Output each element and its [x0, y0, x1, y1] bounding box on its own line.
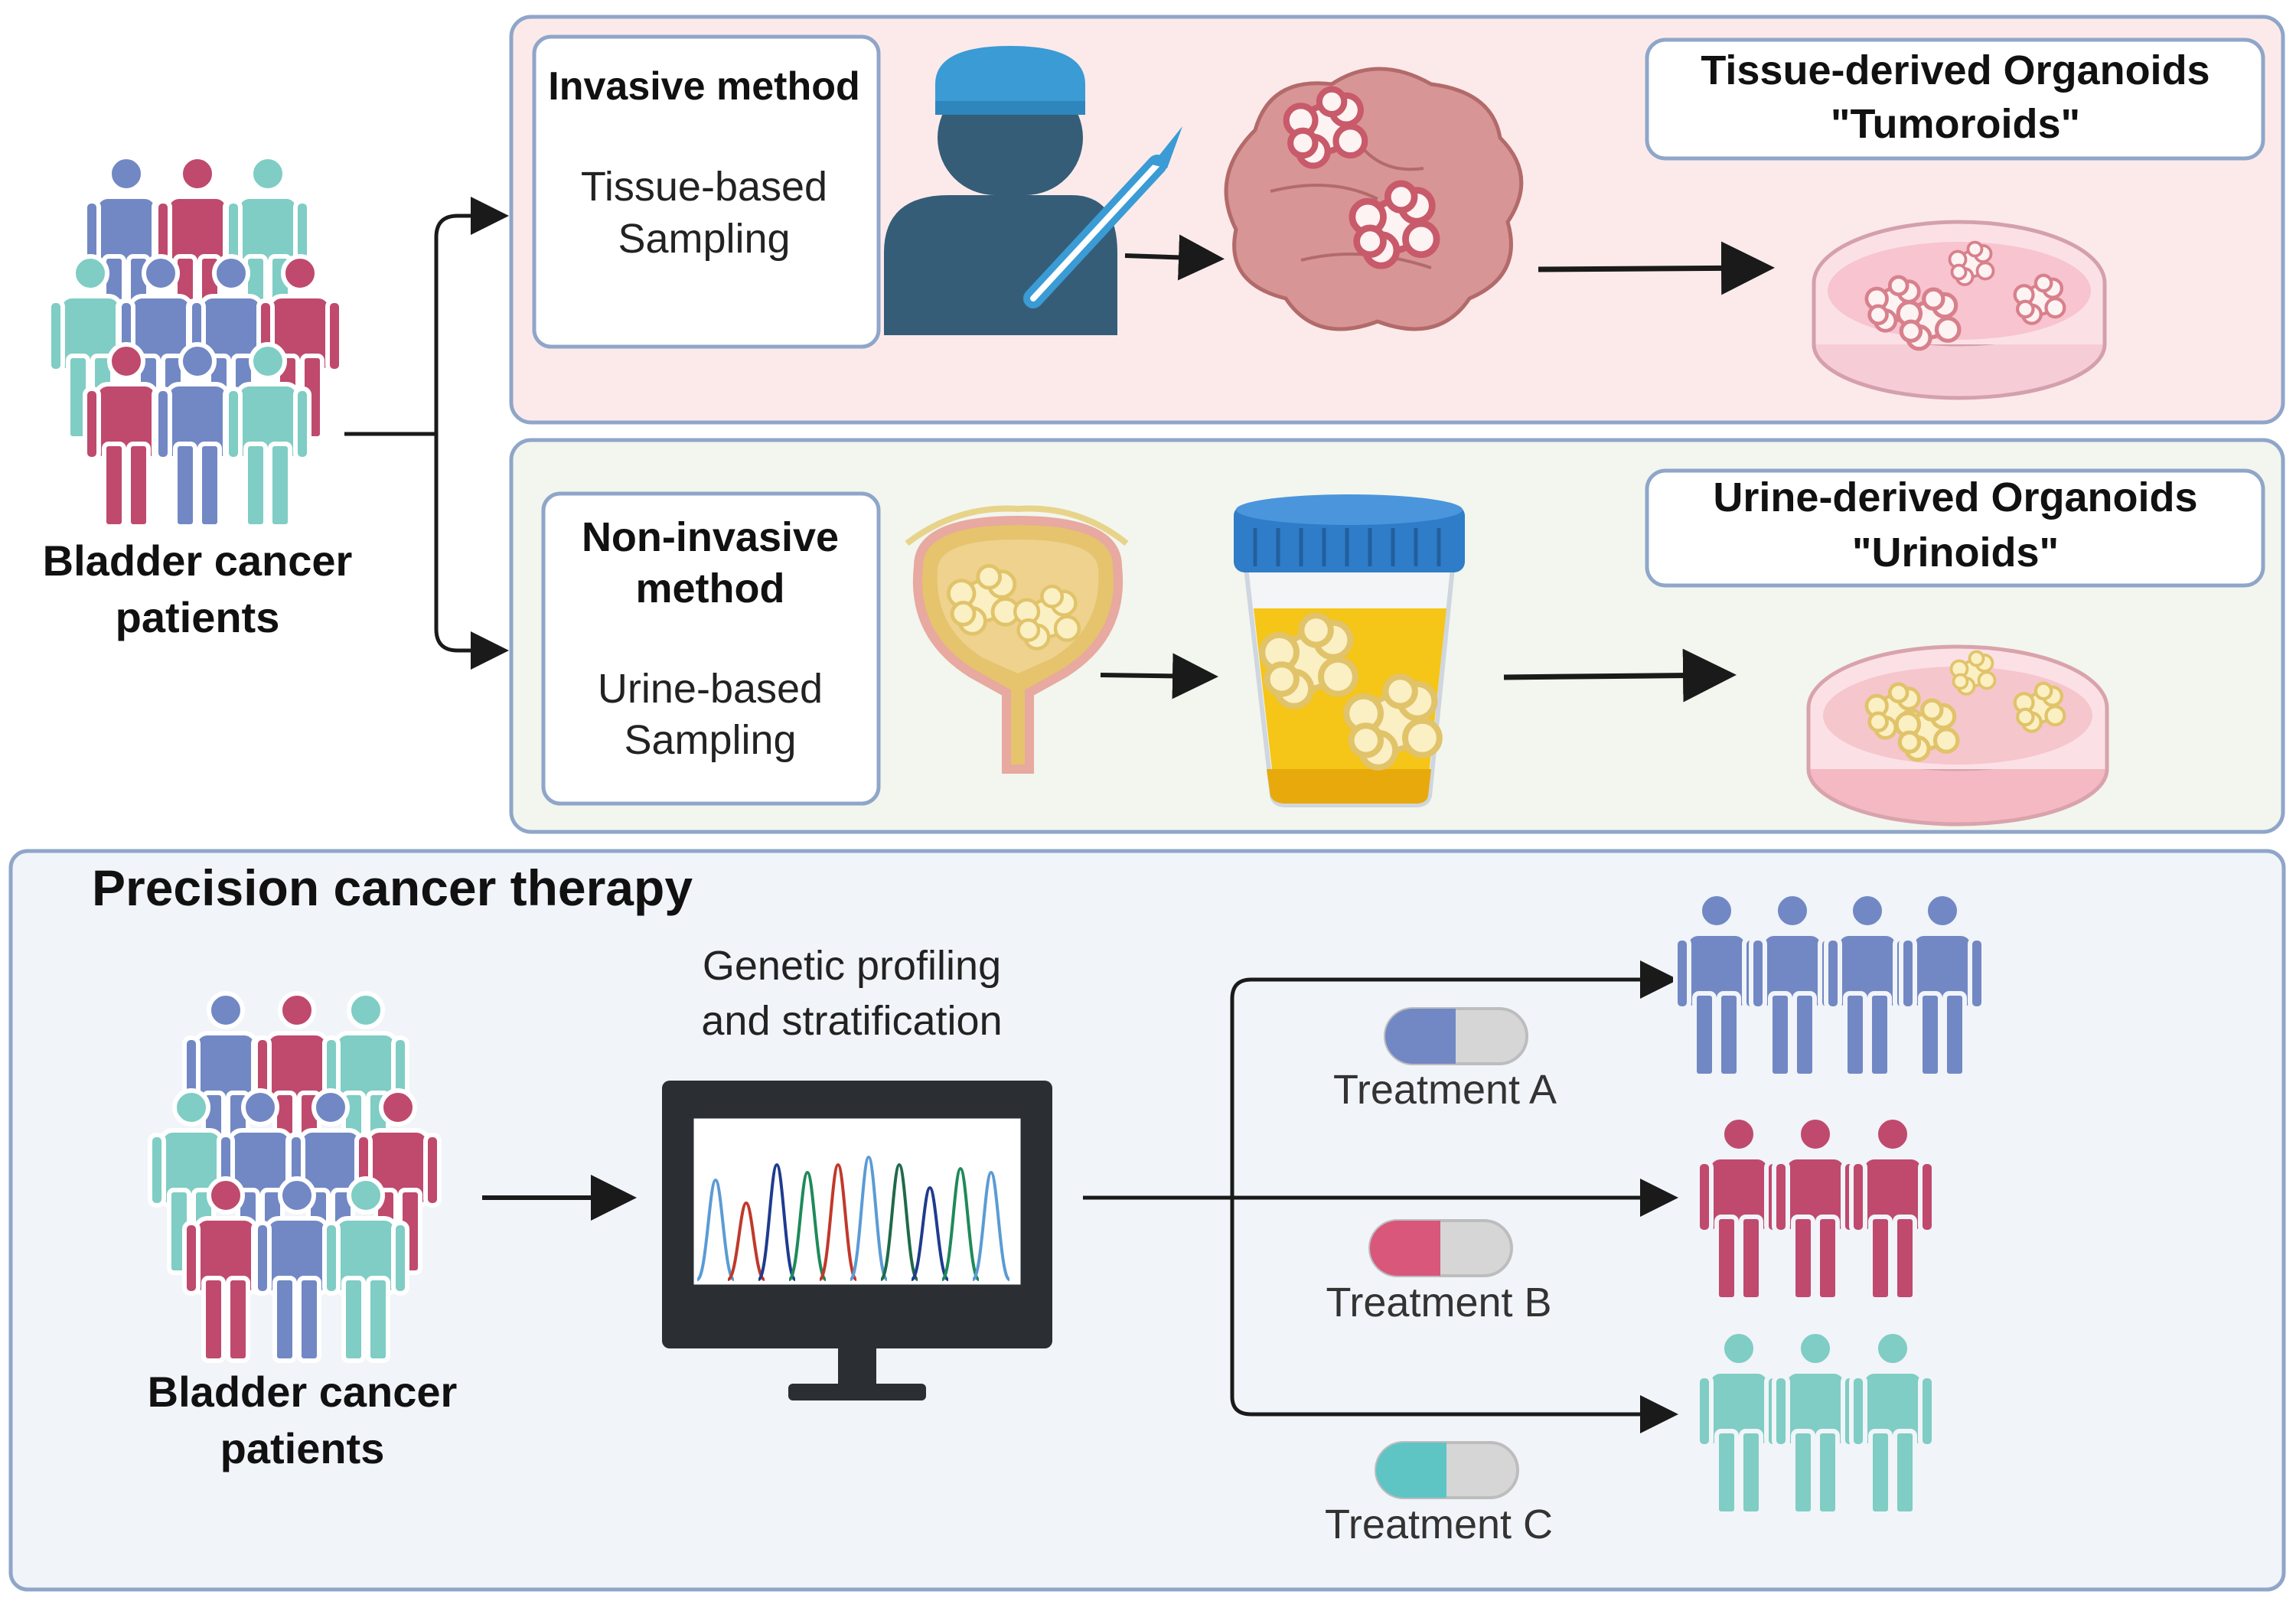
tumor-tissue-icon [1224, 67, 1524, 331]
surgeon-icon [884, 46, 1182, 335]
bladder-icon [905, 505, 1129, 774]
chromatogram-peak [879, 1162, 919, 1281]
petri-dish-tumoroids [1812, 220, 2107, 400]
treatment-c-label: Treatment C [1325, 1502, 1553, 1547]
chromatogram-peak [696, 1178, 735, 1281]
bottom-patient-group: Bladder cancer patients [148, 993, 458, 1472]
arrow-bladder-to-cup [1100, 653, 1218, 699]
arrow-cup-to-dish [1503, 648, 1737, 703]
scalpel-icon [1023, 126, 1182, 308]
left-group-label-line1: Bladder cancer [43, 536, 353, 585]
invasive-title: Invasive method [548, 64, 859, 109]
noninvasive-subtitle-line2: Sampling [624, 717, 796, 763]
urine-cup-icon [1234, 494, 1465, 807]
bottom-group-label-line2: patients [220, 1424, 385, 1472]
noninvasive-title-line2: method [636, 566, 785, 611]
chromatogram-peak [910, 1185, 950, 1281]
urinoids-label-line2: "Urinoids" [1852, 530, 2059, 576]
noninvasive-panel: Non-invasive method Urine-based Sampling [509, 438, 2285, 834]
tumoroids-label-box [1645, 37, 2265, 161]
chromatogram-peak [849, 1155, 889, 1281]
bottom-group-label-line1: Bladder cancer [148, 1368, 458, 1416]
invasive-panel: Invasive method Tissue-based Sampling [509, 15, 2285, 425]
profiling-label-line2: and stratification [701, 998, 1002, 1044]
chromatogram-peak [757, 1162, 797, 1281]
left-patient-group: Bladder cancer patients [43, 157, 353, 641]
noninvasive-subtitle-line1: Urine-based [598, 666, 823, 712]
left-group-label-line2: patients [116, 593, 280, 641]
tumoroids-label-line2: "Tumoroids" [1831, 101, 2080, 147]
tumoroids-label-line1: Tissue-derived Organoids [1701, 47, 2210, 93]
invasive-label-box [532, 34, 881, 349]
profiling-label-line1: Genetic profiling [703, 943, 1001, 989]
pill-icon-b [1368, 1219, 1513, 1277]
group-b-patients [1698, 1117, 1934, 1299]
pill-icon-c [1375, 1441, 1519, 1499]
urinoids-label-line1: Urine-derived Organoids [1713, 474, 2197, 520]
invasive-subtitle-line1: Tissue-based [581, 164, 827, 210]
chromatogram-peaks [696, 1155, 1011, 1281]
branch-arrows [344, 197, 509, 670]
invasive-subtitle-line2: Sampling [618, 216, 790, 262]
petri-dish-urinoids [1806, 644, 2109, 827]
noninvasive-title-line1: Non-invasive [582, 514, 839, 560]
group-c-patients [1698, 1332, 1934, 1514]
chromatogram-peak [726, 1201, 766, 1281]
chromatogram-peak [941, 1166, 980, 1281]
arrow-tissue-to-dish [1538, 241, 1775, 295]
precision-title: Precision cancer therapy [92, 859, 693, 916]
treatment-arrows [1083, 960, 1678, 1433]
treatment-a-label: Treatment A [1333, 1067, 1557, 1113]
chromatogram-peak [818, 1162, 858, 1281]
chromatogram-peak [971, 1170, 1011, 1281]
noninvasive-label-box [541, 491, 881, 806]
pill-icon-a [1384, 1007, 1528, 1065]
treatment-b-label: Treatment B [1326, 1280, 1551, 1325]
arrow-surgeon-to-tissue [1124, 234, 1225, 281]
urinoids-label-box [1645, 468, 2265, 588]
monitor-icon [662, 1081, 1052, 1400]
precision-panel: Precision cancer therapy Bladder cancer … [8, 849, 2286, 1592]
chromatogram-peak [788, 1170, 827, 1281]
